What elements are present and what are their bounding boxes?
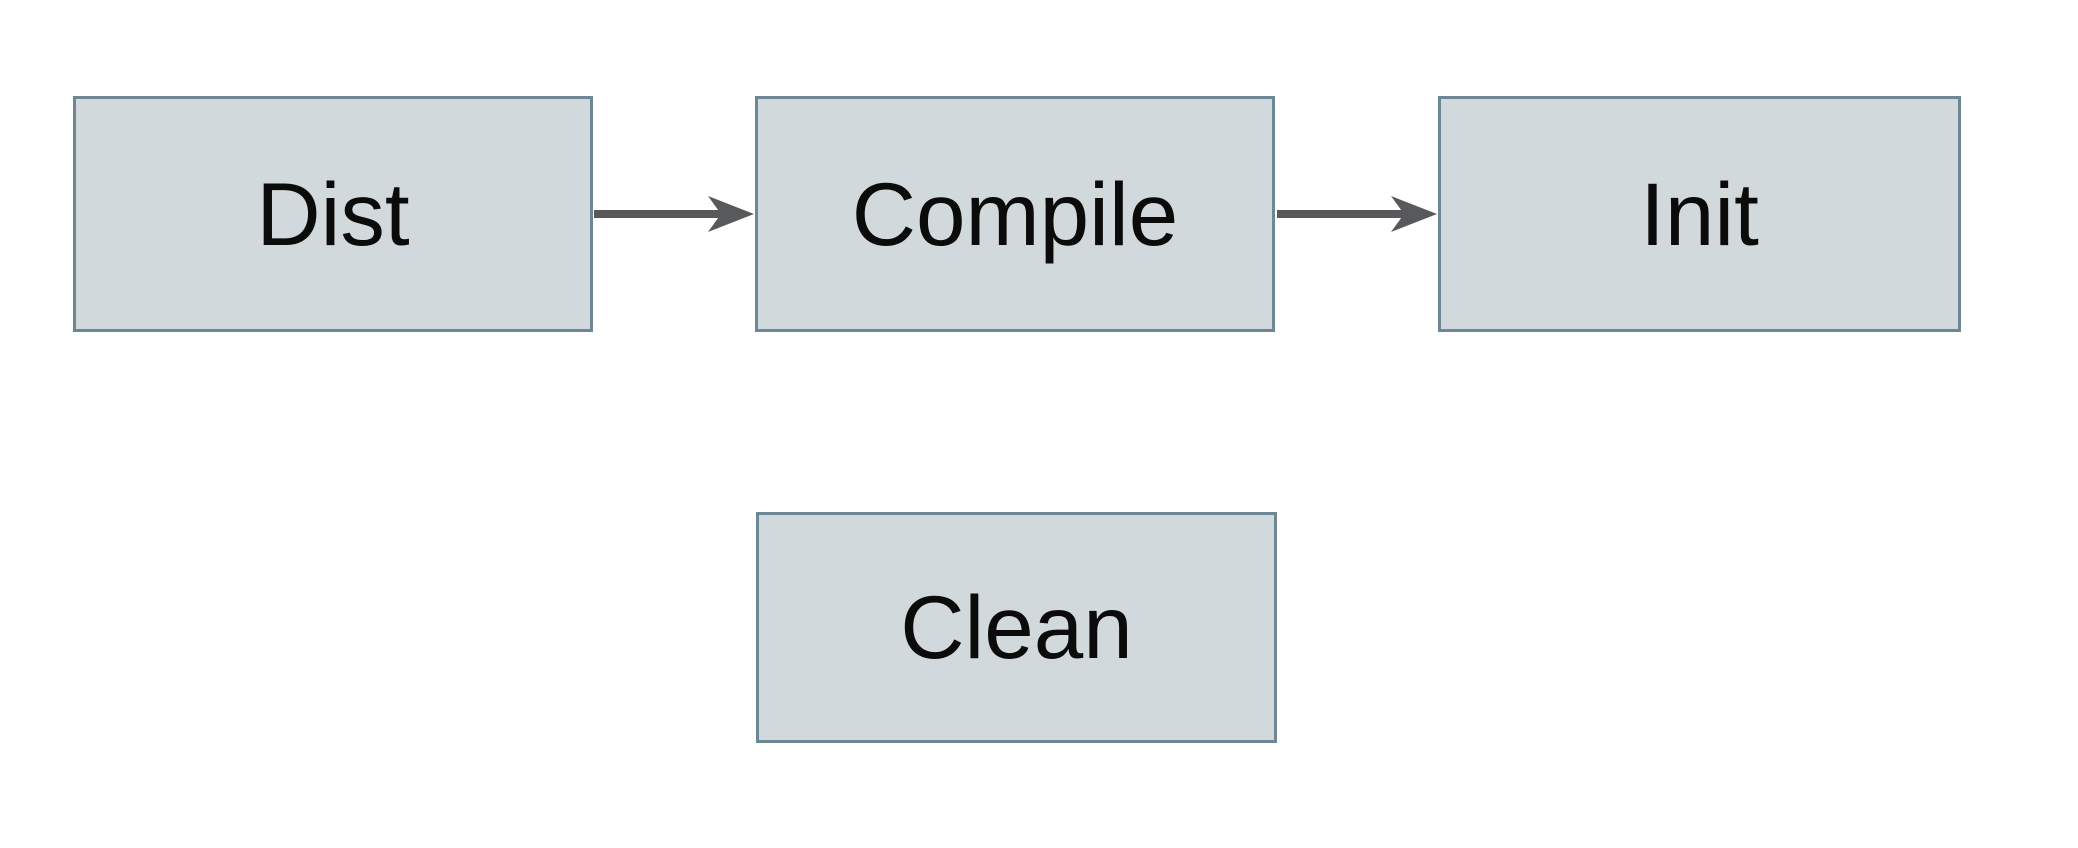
arrow-compile-to-init [1277,196,1437,232]
node-compile: Compile [755,96,1275,332]
arrow-dist-to-compile [594,196,754,232]
node-dist: Dist [73,96,593,332]
arrowhead-icon [708,196,754,232]
arrowhead-icon [1391,196,1437,232]
node-init: Init [1438,96,1961,332]
node-clean: Clean [756,512,1277,743]
